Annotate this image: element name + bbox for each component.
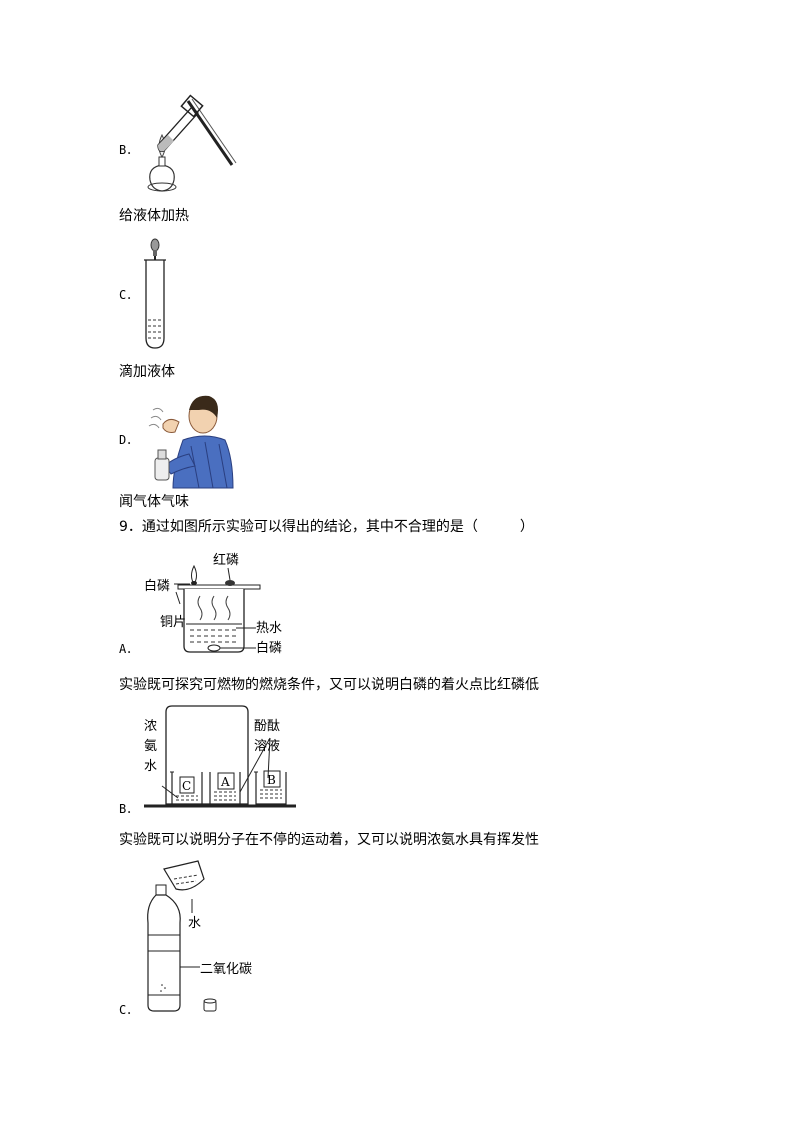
option-c-letter: C． <box>119 288 139 302</box>
q9-option-b-letter: B． <box>119 802 139 816</box>
label-water: 水 <box>188 916 201 931</box>
q9-option-b-figure: 浓 氨 水 酚酞 溶液 C A B <box>144 705 296 808</box>
q9-option-b-statement: 实验既可以说明分子在不停的运动着，又可以说明浓氨水具有挥发性 <box>119 832 539 848</box>
q9-option-a-statement: 实验既可探究可燃物的燃烧条件，又可以说明白磷的着火点比红磷低 <box>119 677 539 693</box>
label-ammonia-1: 浓 <box>144 719 157 734</box>
label-phenol-1: 酚酞 <box>254 719 280 734</box>
option-c-caption: 滴加液体 <box>119 364 175 380</box>
heating-liquid-illustration <box>147 94 237 192</box>
option-d-letter: D． <box>119 433 139 447</box>
q9-option-a-letter: A． <box>119 642 139 656</box>
label-white-phosphorus-top: 白磷 <box>144 578 170 594</box>
label-ammonia-3: 水 <box>144 759 157 774</box>
smelling-gas-illustration <box>148 395 234 489</box>
label-ammonia-2: 氨 <box>144 739 157 754</box>
label-beaker-a: A <box>220 775 230 789</box>
label-beaker-b: B <box>267 773 276 787</box>
label-red-phosphorus: 红磷 <box>213 552 239 568</box>
label-copper-sheet: 铜片 <box>160 615 186 630</box>
q9-option-a-figure: 红磷 白磷 铜片 热水 白磷 <box>144 552 282 656</box>
label-beaker-c: C <box>182 779 191 793</box>
question-9-stem: 9．通过如图所示实验可以得出的结论，其中不合理的是（ ） <box>119 519 534 535</box>
label-co2: 二氧化碳 <box>200 962 252 977</box>
label-phenol-2: 溶液 <box>254 739 280 754</box>
q9-option-c-letter: C． <box>119 1003 139 1017</box>
dropping-liquid-illustration <box>144 238 166 349</box>
option-d-caption: 闻气体气味 <box>119 494 189 510</box>
q9-option-c-figure: 水 二氧化碳 <box>147 860 252 1012</box>
label-white-phosphorus-bottom: 白磷 <box>256 640 282 656</box>
option-b-letter: B． <box>119 143 139 157</box>
label-hot-water: 热水 <box>256 621 282 636</box>
option-b-caption: 给液体加热 <box>119 208 189 224</box>
